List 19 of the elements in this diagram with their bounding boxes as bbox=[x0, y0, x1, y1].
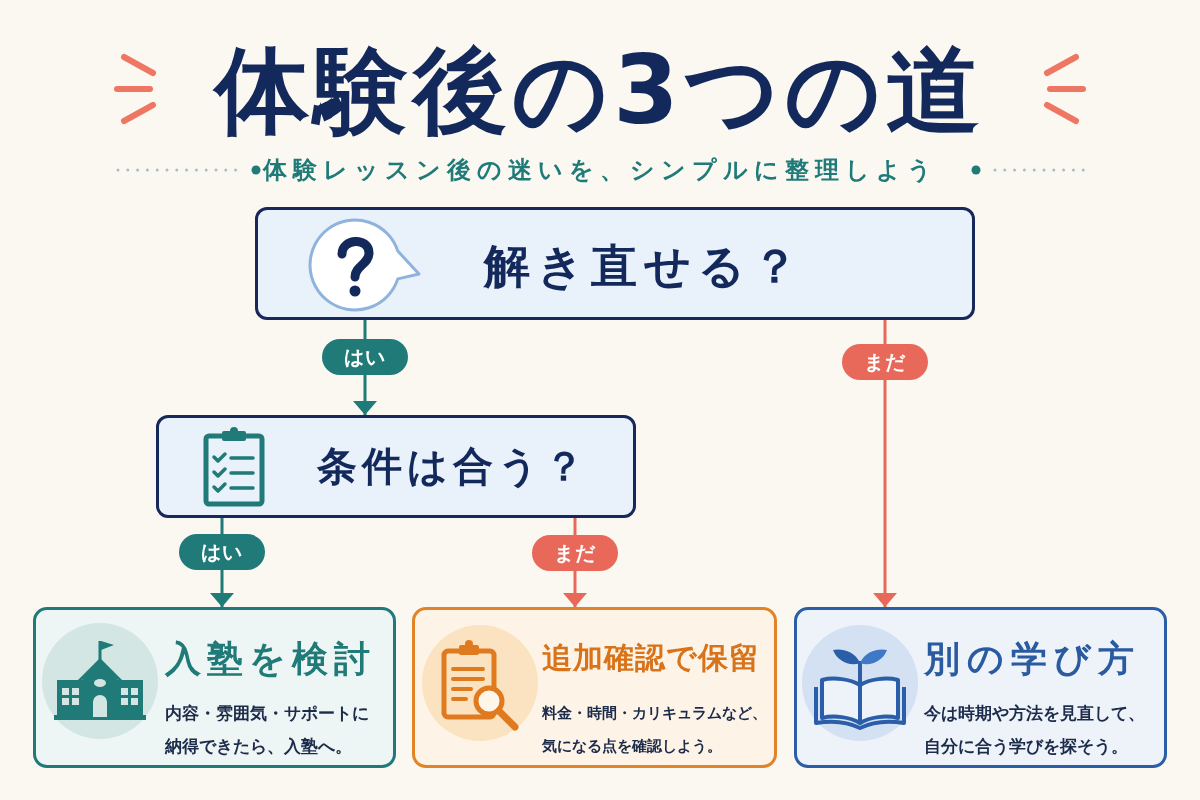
question-text: 解き直せる？ bbox=[484, 239, 805, 295]
edge-label: まだ bbox=[842, 344, 928, 380]
arrow bbox=[873, 320, 897, 607]
edge-label: はい bbox=[179, 534, 265, 570]
card-heading: 別の学び方 bbox=[924, 637, 1141, 681]
edge-label: はい bbox=[322, 339, 408, 375]
question-text: 条件は合う？ bbox=[317, 442, 589, 490]
card-heading: 入塾を検討 bbox=[165, 637, 376, 681]
card-text: 料金・時間・カリキュラムなど、気になる点を確認しよう。 bbox=[542, 703, 768, 757]
card-heading: 追加確認で保留 bbox=[542, 640, 760, 676]
result-card bbox=[794, 607, 1167, 768]
edge-label: まだ bbox=[532, 535, 618, 571]
result-card bbox=[33, 607, 396, 768]
decision-box bbox=[156, 415, 636, 518]
decision-box bbox=[255, 207, 975, 320]
card-text: 今は時期や方法を見直して、自分に合う学びを探そう。 bbox=[924, 702, 1146, 758]
card-text: 内容・雰囲気・サポートに納得できたら、入塾へ。 bbox=[165, 702, 370, 758]
result-card bbox=[412, 607, 777, 768]
subtitle: 体験レッスン後の迷いを、シンプルに整理しよう bbox=[262, 155, 938, 186]
